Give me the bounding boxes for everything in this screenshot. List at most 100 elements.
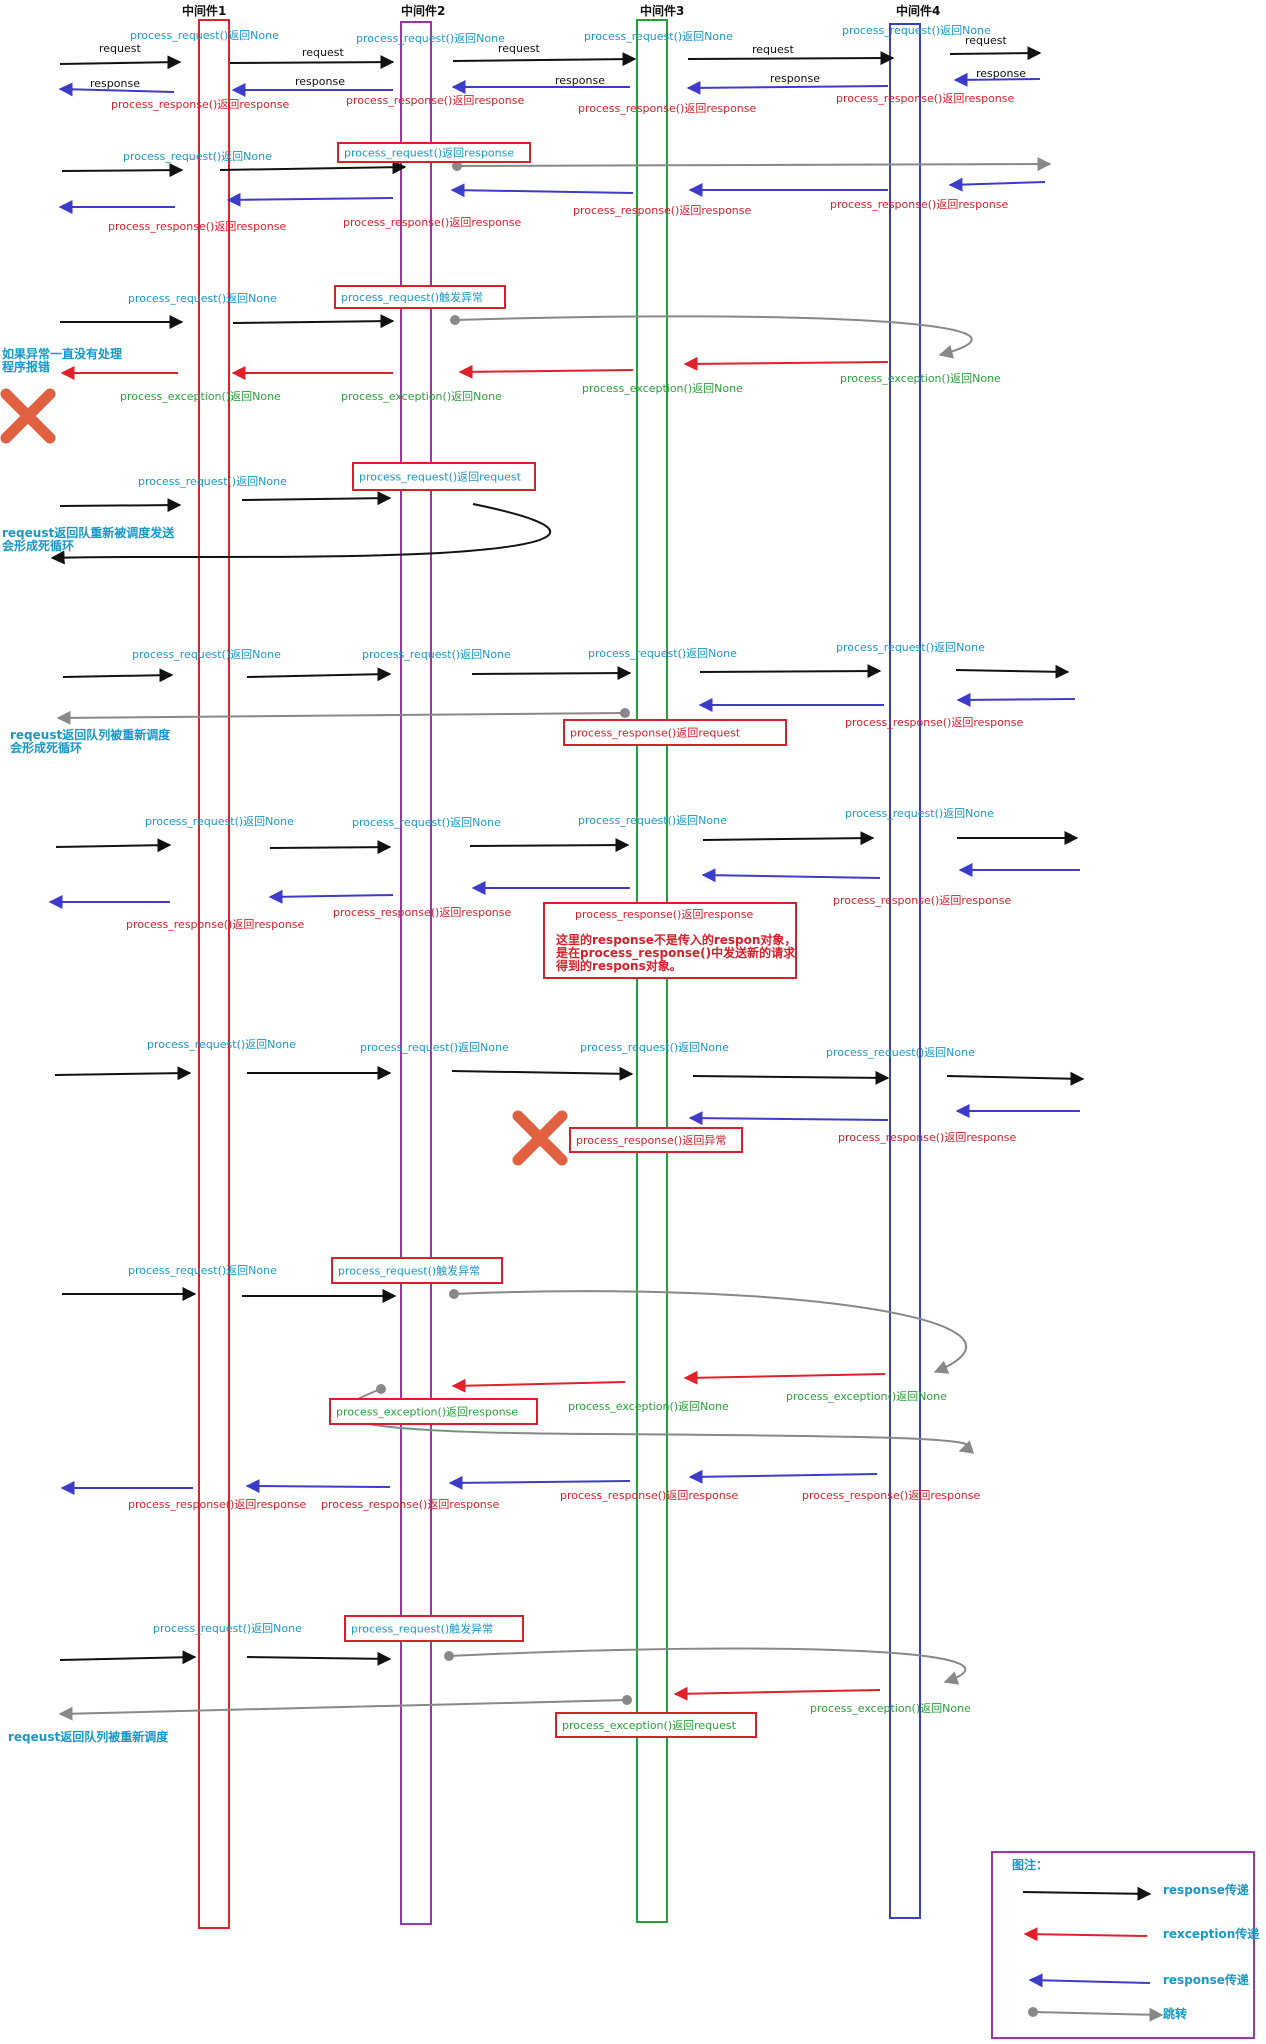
highlight-box (337, 142, 531, 163)
highlight-box (329, 1398, 538, 1425)
note-unhandled: 如果异常一直没有处理 (2, 346, 122, 361)
legend-title: 图注： (1012, 1857, 1048, 1872)
diagram-label: process_request()返回None (128, 1264, 277, 1277)
highlight-box-label: process_exception()返回request (562, 1719, 737, 1732)
diagram-label: process_exception()返回None (810, 1702, 971, 1715)
diagram-label: process_request()返回None (578, 814, 727, 827)
flow-arrow (269, 840, 392, 855)
legend-exception-arrow (1023, 1927, 1148, 1942)
highlight-box (563, 719, 787, 746)
request-label: request (99, 42, 142, 55)
flow-arrow (451, 1378, 626, 1393)
flow-arrow (699, 664, 882, 679)
flow-arrow (61, 163, 184, 178)
highlight-box (555, 1712, 757, 1738)
flow-arrow (246, 667, 392, 682)
legend-item-label: rexception传递 (1163, 1926, 1259, 1941)
flow-arrow (450, 183, 634, 198)
flow-arrow (232, 314, 395, 329)
flow-arrow (268, 889, 394, 904)
diagram-label: process_response()返回response (845, 716, 1024, 729)
diagram-label: process_response()返回response (111, 98, 290, 111)
flow-arrow (471, 666, 632, 681)
legend-item-label: 跳转 (1163, 2006, 1187, 2021)
diagram-label: process_response()返回response (836, 92, 1015, 105)
highlight-box-label: process_request()返回response (344, 147, 514, 160)
flow-arrow (54, 1066, 192, 1081)
diagram-label: process_request()返回None (584, 30, 733, 43)
jump-curve (448, 1647, 967, 1685)
highlight-box-label: process_response()返回异常 (576, 1134, 726, 1147)
diagram-label: process_response()返回response (833, 894, 1012, 907)
flow-arrow (948, 177, 1046, 192)
diagram-label: process_request()返回None (356, 32, 505, 45)
request-arrow (229, 55, 395, 70)
request-label: request (302, 46, 345, 59)
flow-arrow (955, 664, 1070, 679)
diagram-label: process_request()返回None (588, 647, 737, 660)
jump-curve (454, 315, 973, 359)
note-loop-response: 会形成死循环 (10, 740, 82, 755)
flow-arrow (62, 668, 174, 683)
legend-item-label: response传递 (1163, 1882, 1249, 1897)
request-label: request (498, 42, 541, 55)
diagram-label: process_response()返回response (346, 94, 525, 107)
flow-arrow (451, 1066, 634, 1081)
diagram-label: process_exception()返回None (568, 1400, 729, 1413)
flow-arrow (469, 838, 630, 853)
response-arrow (953, 72, 1041, 87)
response-label: response (90, 77, 140, 90)
diagram-label: process_response()返回response (108, 220, 287, 233)
diagram-label: process_exception()返回None (786, 1390, 947, 1403)
request-arrow (59, 55, 182, 70)
flow-arrow (55, 838, 172, 853)
diagram-label: process_request()返回None (842, 24, 991, 37)
response-label: response (555, 74, 605, 87)
flow-arrow (683, 1370, 886, 1385)
flow-arrow (59, 1650, 197, 1665)
flow-arrow (245, 1479, 391, 1494)
request-arrow (687, 51, 895, 66)
flow-arrow (448, 1475, 631, 1490)
request-label: request (965, 34, 1008, 47)
flow-arrow (683, 356, 889, 371)
note-new-response: 这里的response不是传入的respon对象， (556, 932, 796, 947)
diagram-label: process_request()返回None (580, 1041, 729, 1054)
diagram-label: process_response()返回response (838, 1131, 1017, 1144)
note-requeue: reqeust返回队列被重新调度 (8, 1729, 169, 1744)
highlight-box (344, 1615, 524, 1642)
diagram-label: process_exception()返回None (120, 390, 281, 403)
diagram-label: process_request()返回None (145, 815, 294, 828)
diagram-label: process_response()返回response (128, 1498, 307, 1511)
diagram-label: process_request()返回None (123, 150, 272, 163)
diagram-label: process_response()返回response (333, 906, 512, 919)
middleware-title-4: 中间件4 (896, 3, 940, 18)
middleware-lane-4 (889, 23, 921, 1919)
note-new-response: 得到的respons对象。 (555, 958, 682, 973)
request-arrow (452, 52, 637, 67)
highlight-box (543, 902, 797, 979)
note-loop-response: reqeust返回队列被重新调度 (10, 727, 171, 742)
jump-arrow (58, 1699, 628, 1721)
highlight-box-label: process_exception()返回response (336, 1406, 518, 1419)
diagram-label: process_request()返回None (128, 292, 277, 305)
diagram-label: process_request()返回None (132, 648, 281, 661)
diagram-label: process_request()返回None (130, 29, 279, 42)
highlight-box (569, 1127, 743, 1153)
diagram-label: process_exception()返回None (341, 390, 502, 403)
highlight-box-label: process_response()返回response (575, 908, 754, 921)
diagram-label: process_request()返回None (153, 1622, 302, 1635)
middleware-lane-2 (400, 21, 432, 1925)
diagram-label: process_request()返回None (138, 475, 287, 488)
diagram-label: process_request()返回None (845, 807, 994, 820)
response-label: response (295, 75, 345, 88)
middleware-title-2: 中间件2 (401, 3, 445, 18)
diagram-label: process_request()返回None (360, 1041, 509, 1054)
flow-arrow (701, 868, 881, 883)
middleware-lane-1 (198, 19, 230, 1929)
response-label: response (976, 67, 1026, 80)
error-cross-icon (0, 388, 56, 444)
flow-arrow (956, 692, 1076, 707)
flow-arrow (688, 1111, 889, 1126)
